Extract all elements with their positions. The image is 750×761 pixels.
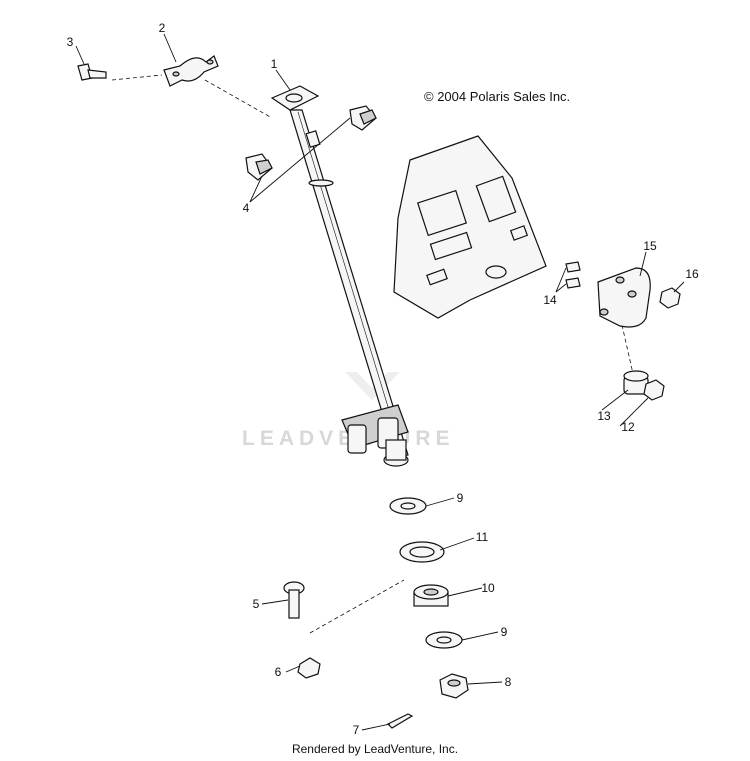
callout-4: 4 xyxy=(243,201,250,215)
bolts-14 xyxy=(565,261,581,289)
bolt-5 xyxy=(283,581,305,619)
callout-6: 6 xyxy=(275,665,282,679)
callout-8: 8 xyxy=(505,675,512,689)
bushing-13 xyxy=(623,370,649,395)
assembly-line-bolt-clamp xyxy=(111,74,163,81)
callout-9-upper: 9 xyxy=(457,491,464,505)
callout-3: 3 xyxy=(67,35,74,49)
bolt-3 xyxy=(77,63,107,81)
rendered-by-footer: Rendered by LeadVenture, Inc. xyxy=(291,742,459,756)
callout-1: 1 xyxy=(271,57,278,71)
nut-16 xyxy=(659,287,681,309)
assembly-line-bolt-post xyxy=(309,579,405,634)
steering-post xyxy=(270,85,409,467)
cotter-pin xyxy=(386,713,414,729)
washer-9-lower xyxy=(425,631,463,649)
washer-9-upper xyxy=(389,497,427,515)
firewall-panel xyxy=(393,135,547,319)
callout-5: 5 xyxy=(253,597,260,611)
bushing-lower xyxy=(245,153,273,181)
copyright-notice: © 2004 Polaris Sales Inc. xyxy=(424,89,571,104)
callout-15: 15 xyxy=(643,239,657,253)
watermark-emblem xyxy=(345,372,400,400)
callout-11: 11 xyxy=(476,530,489,544)
bearing-11 xyxy=(399,541,445,563)
callout-13: 13 xyxy=(597,409,611,423)
nut-12 xyxy=(643,379,665,401)
callout-14: 14 xyxy=(543,293,557,307)
nut-6 xyxy=(297,657,321,679)
bushing-upper xyxy=(349,105,377,131)
callout-2: 2 xyxy=(159,21,166,35)
callout-9-lower: 9 xyxy=(501,625,508,639)
callout-7: 7 xyxy=(353,723,360,737)
bearing-plate xyxy=(597,267,651,328)
callout-12: 12 xyxy=(621,420,635,434)
clamp-bracket xyxy=(163,55,219,87)
spacer-10 xyxy=(413,584,449,607)
assembly-line-bearing-plate xyxy=(621,324,635,379)
nut-8 xyxy=(439,673,469,699)
callout-16: 16 xyxy=(685,267,699,281)
assembly-line-clamp-post xyxy=(204,79,273,119)
callout-10: 10 xyxy=(481,581,495,595)
leader-lines xyxy=(75,33,685,731)
